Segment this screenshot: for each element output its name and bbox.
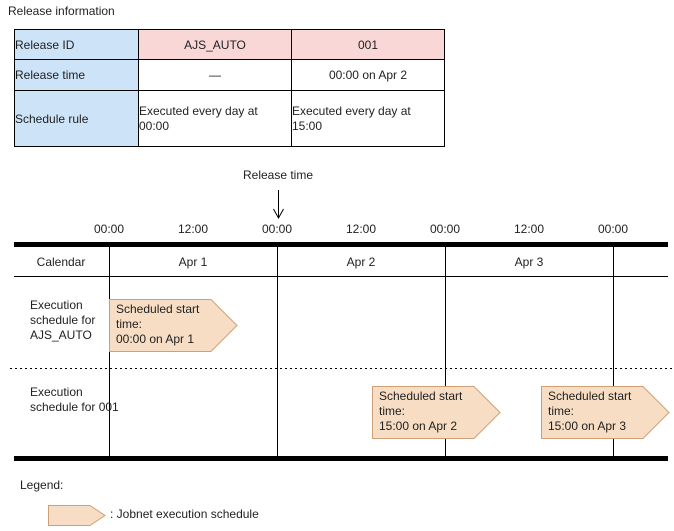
row-header-schedule-rule: Schedule rule [14,90,139,147]
callout-label: Scheduled start time: [548,389,632,418]
cell-release-id-001: 001 [291,29,445,60]
timeline-top-bar [14,242,668,247]
day-label-apr3: Apr 3 [514,255,544,269]
callout-value: 00:00 on Apr 1 [116,332,195,346]
pennant-shape-icon [109,299,238,352]
calendar-row-label: Calendar [36,255,86,269]
cell-release-time-001: 00:00 on Apr 2 [291,59,445,91]
row-label-001: Execution schedule for 001 [30,385,119,414]
row-label-ajs-auto: Execution schedule for AJS_AUTO [30,298,96,342]
table-row: Schedule rule Executed every day at 00:0… [14,90,445,147]
callout-label: Scheduled start time: [379,389,463,418]
tick-label: 00:00 [93,222,125,236]
gridline-apr4-start [613,247,614,456]
day-label-apr1: Apr 1 [178,255,208,269]
tick-label: 12:00 [513,222,545,236]
calendar-row-divider [14,276,668,277]
callout-value: 15:00 on Apr 3 [548,419,627,433]
pennant-shape-icon [372,386,501,439]
tick-label: 00:00 [429,222,461,236]
callout-label: Scheduled start time: [116,302,200,331]
tick-label: 00:00 [597,222,629,236]
timeline-bottom-bar [14,456,668,461]
table-row: Release ID AJS_AUTO 001 [14,29,445,60]
pennant-shape-icon [541,386,670,439]
tick-label: 12:00 [345,222,377,236]
release-info-table: Release ID AJS_AUTO 001 Release time — 0… [14,29,445,147]
legend-entry-label: : Jobnet execution schedule [110,507,259,521]
jobnet-execution-schedule-pennant-icon [48,505,106,526]
tick-label: 00:00 [261,222,293,236]
cell-release-time-ajs-auto: — [138,59,292,91]
cell-schedule-rule-ajs-auto: Executed every day at 00:00 [138,90,292,147]
schedule-callout-apr2: Scheduled start time: 15:00 on Apr 2 [372,386,501,439]
tick-label: 12:00 [177,222,209,236]
row-header-release-id: Release ID [14,29,139,60]
schedule-callout-apr3: Scheduled start time: 15:00 on Apr 3 [541,386,670,439]
down-arrow-icon [273,190,284,220]
gridline-apr2-start [277,247,278,456]
page-title: Release information [8,4,115,18]
cell-schedule-rule-001: Executed every day at 15:00 [291,90,445,147]
gridline-apr3-start [445,247,446,456]
table-row: Release time — 00:00 on Apr 2 [14,59,445,91]
callout-value: 15:00 on Apr 2 [379,419,458,433]
cell-release-id-ajs-auto: AJS_AUTO [138,29,292,60]
legend-title: Legend: [20,478,64,492]
day-label-apr2: Apr 2 [346,255,376,269]
schedule-rows-divider [10,368,674,369]
row-header-release-time: Release time [14,59,139,91]
release-time-label: Release time [242,168,314,182]
schedule-callout-apr1: Scheduled start time: 00:00 on Apr 1 [109,299,238,352]
